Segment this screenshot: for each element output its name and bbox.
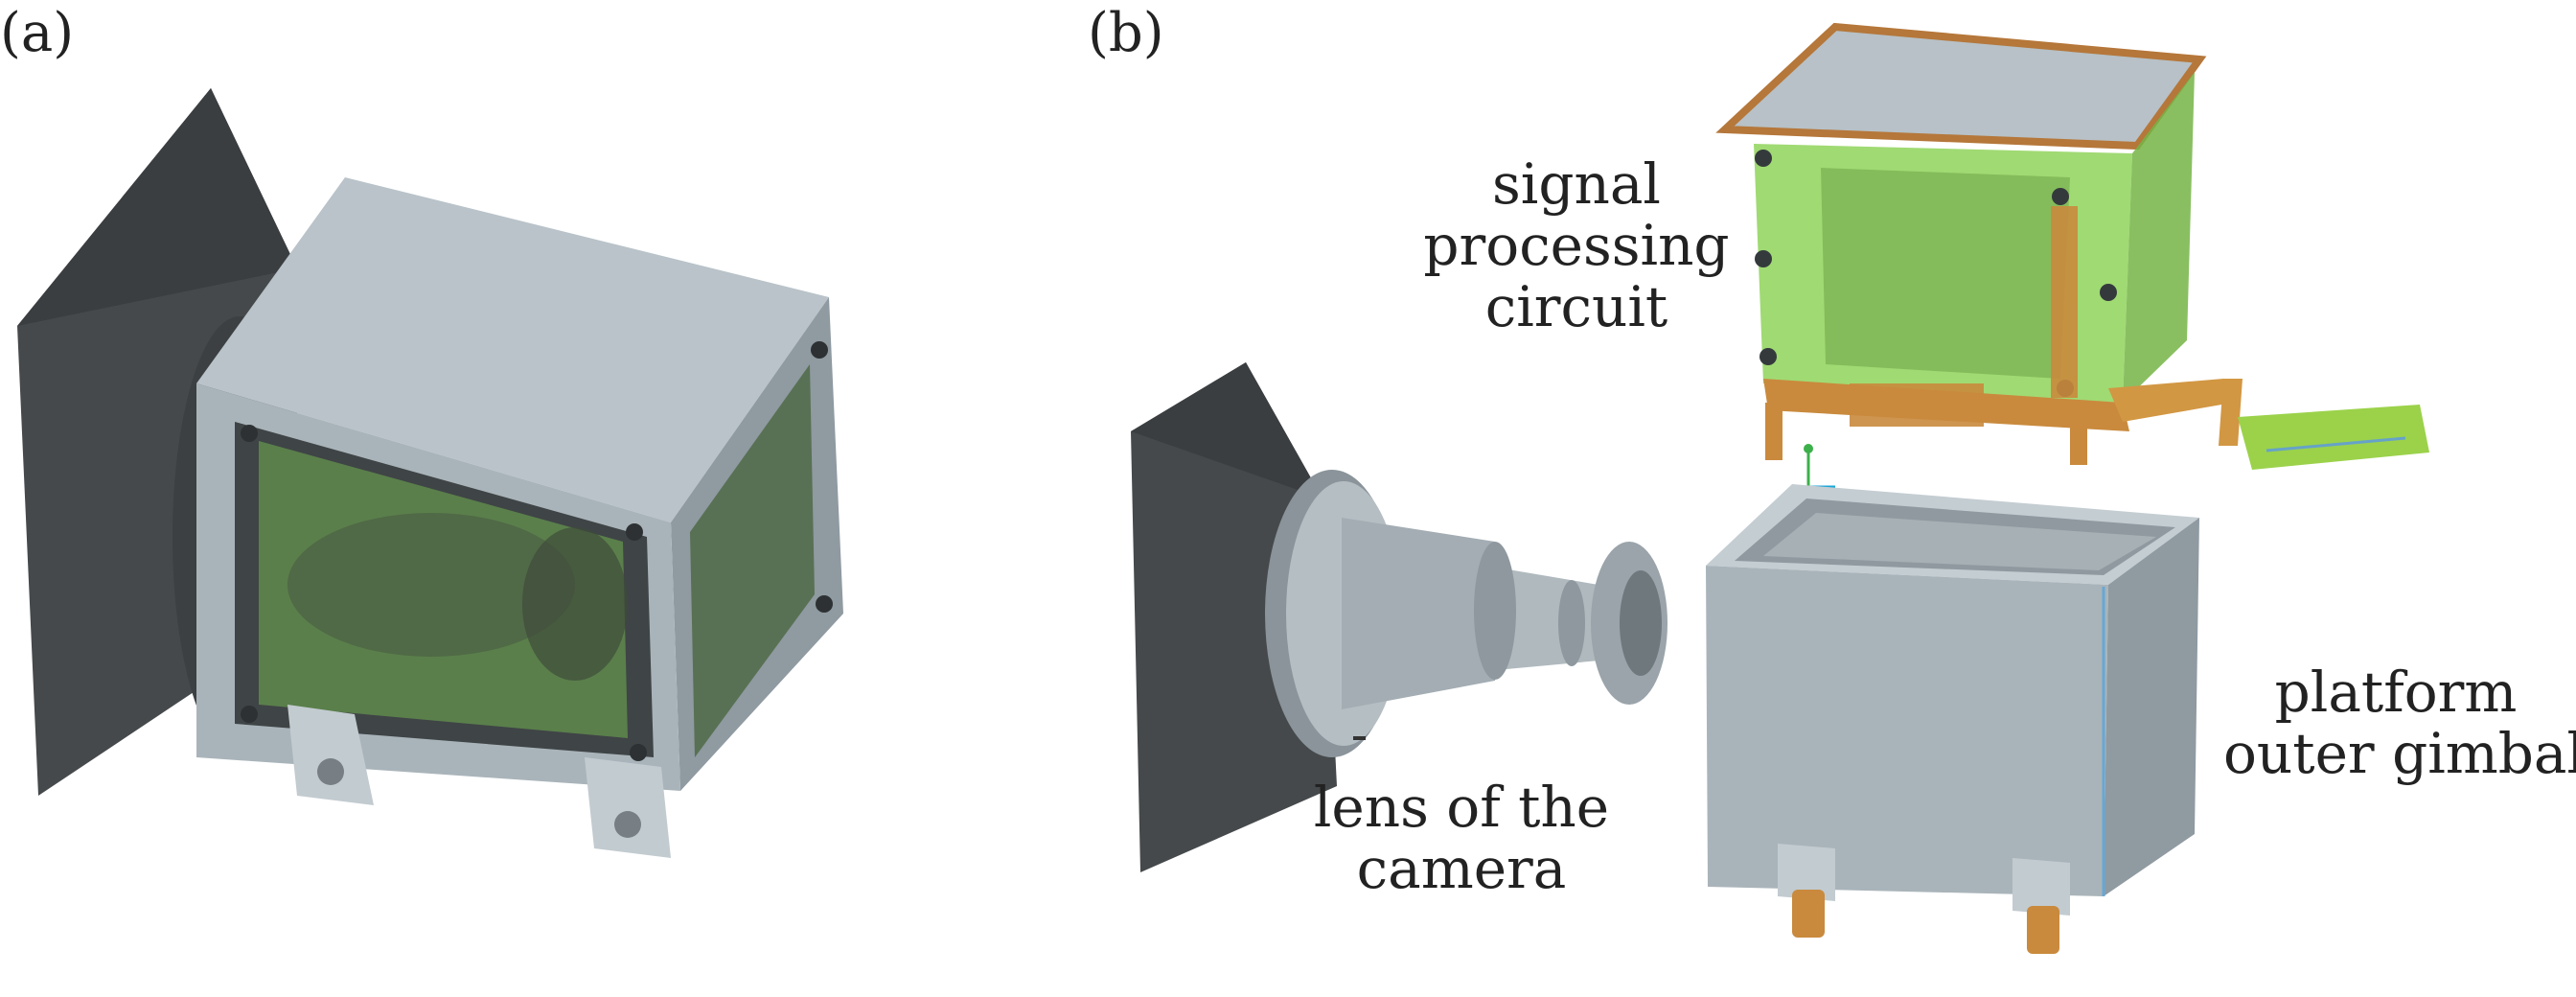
- callout-line: outer gimbal: [2223, 721, 2576, 786]
- mount-foot-right-a: [585, 757, 671, 858]
- housing-top-a: [196, 177, 829, 522]
- panel-label-b: (b): [1088, 2, 1164, 64]
- circuit-green-side: [2123, 72, 2195, 403]
- callout-line: signal: [1492, 151, 1661, 217]
- callout-line: platform: [2274, 660, 2518, 725]
- callout-platform-outer-gimbal: platform outer gimbal: [2223, 660, 2576, 786]
- callout-line: camera: [1356, 836, 1567, 901]
- signal-processing-circuit-assembly: [1715, 22, 2429, 470]
- panel-a-assembled-camera: [17, 88, 843, 858]
- lens-hood-b: [1131, 362, 1337, 872]
- camera-lens-exploded: [1131, 362, 1668, 872]
- side-window-a: [690, 364, 815, 757]
- callout-lens-of-the-camera: lens of the camera: [1303, 777, 1620, 899]
- callout-line: processing: [1423, 213, 1730, 278]
- mount-foot-left-a: [288, 705, 374, 805]
- panel-b-exploded-view: [1131, 22, 2429, 954]
- circuit-cover-plate: [1715, 22, 2207, 151]
- circuit-connector-pcb: [2238, 405, 2429, 470]
- circuit-flex-cable: [2108, 379, 2233, 422]
- callout-signal-processing-circuit: signal processing circuit: [1418, 153, 1735, 337]
- panel-label-a: (a): [0, 2, 75, 64]
- callout-line: lens of the: [1313, 775, 1610, 840]
- gimbal-right-face: [2104, 518, 2199, 896]
- platform-outer-gimbal-housing: [1706, 484, 2199, 954]
- gimbal-front-face: [1706, 566, 2108, 896]
- callout-line: circuit: [1484, 274, 1668, 339]
